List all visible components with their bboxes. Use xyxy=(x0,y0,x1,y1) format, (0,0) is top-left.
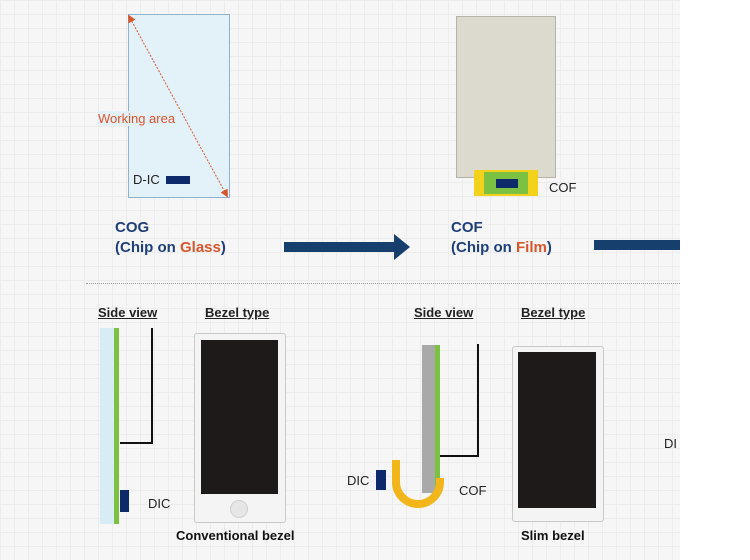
side-view-panel-left xyxy=(114,328,119,524)
dic-label-right: DIC xyxy=(347,473,370,488)
cof-title: COF (Chip on Film) xyxy=(451,218,552,258)
slim-phone-screen xyxy=(518,352,596,508)
cog-driver-ic xyxy=(166,176,190,184)
side-view-dic-left xyxy=(120,490,129,512)
working-area-arrow xyxy=(128,14,228,198)
cof-title-prefix: (Chip on xyxy=(451,239,516,256)
conventional-phone-screen xyxy=(201,340,278,494)
cof-title-highlight: Film xyxy=(515,239,547,256)
working-area-label: Working area xyxy=(98,111,176,126)
side-view-header-right: Side view xyxy=(414,305,474,320)
cof-display-panel xyxy=(456,16,556,178)
transition-arrow-1-head xyxy=(394,234,410,260)
section-divider xyxy=(86,283,680,284)
bezel-type-header-left: Bezel type xyxy=(205,305,270,320)
home-button xyxy=(230,500,248,518)
cog-title: COG (Chip on Glass) xyxy=(115,218,226,258)
cof-title-line2: (Chip on Film) xyxy=(451,238,552,258)
side-view-glass-left xyxy=(100,328,114,524)
cog-title-line2: (Chip on Glass) xyxy=(115,238,226,258)
transition-arrow-2 xyxy=(594,240,680,250)
cog-dic-label: D-IC xyxy=(133,172,160,187)
cof-title-suffix: ) xyxy=(546,239,552,256)
cut-off-label: DI xyxy=(664,436,677,451)
cof-flex-bend xyxy=(392,460,444,508)
cof-title-line1: COF xyxy=(451,219,483,236)
right-margin xyxy=(680,0,750,560)
cof-label-right: COF xyxy=(459,483,487,498)
side-view-backlight-left xyxy=(120,328,153,444)
slim-bezel-caption: Slim bezel xyxy=(521,528,585,543)
cog-title-highlight: Glass xyxy=(179,239,221,256)
cog-title-prefix: (Chip on xyxy=(115,239,180,256)
transition-arrow-1 xyxy=(284,242,396,252)
cof-label: COF xyxy=(549,180,577,195)
conventional-bezel-caption: Conventional bezel xyxy=(176,528,295,543)
cof-driver-ic xyxy=(496,179,518,188)
cog-title-suffix: ) xyxy=(220,239,226,256)
cog-title-line1: COG xyxy=(115,219,150,236)
side-view-dic-right xyxy=(376,470,386,490)
side-view-glass-right xyxy=(422,345,435,493)
side-view-header-left: Side view xyxy=(98,305,158,320)
side-view-panel-right xyxy=(435,345,440,493)
bezel-type-header-right: Bezel type xyxy=(521,305,586,320)
dic-label-left: DIC xyxy=(148,496,171,511)
side-view-backlight-right xyxy=(438,344,479,457)
